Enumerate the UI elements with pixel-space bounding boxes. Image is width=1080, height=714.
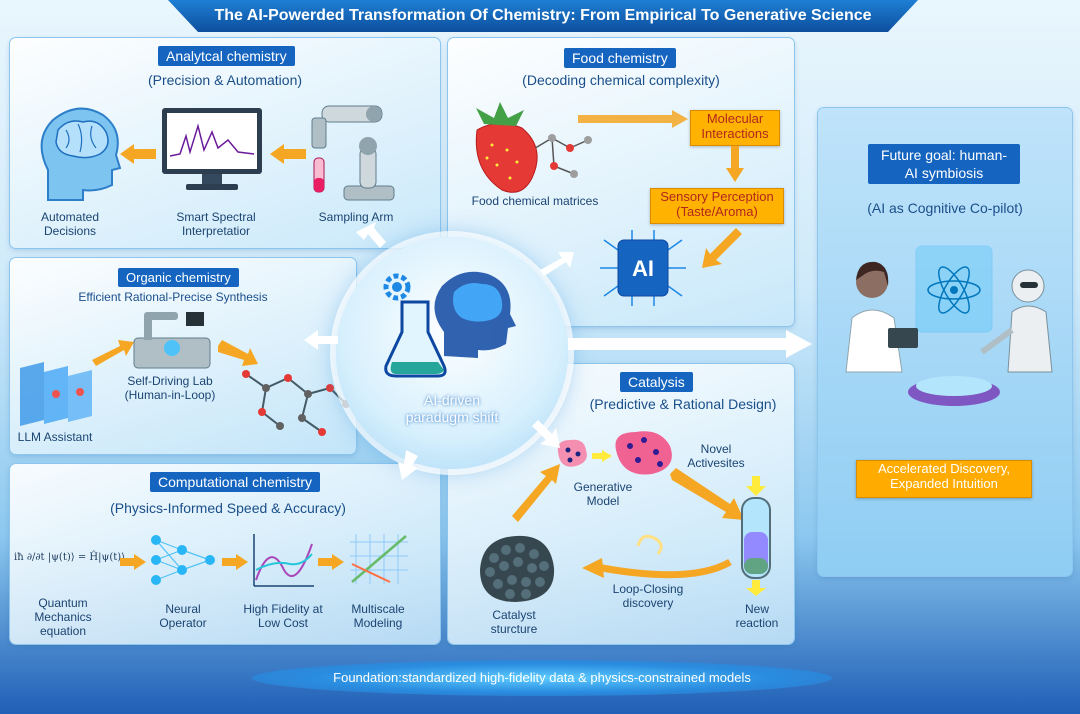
loop-closing-label: Loop-Closing discovery — [612, 582, 684, 610]
analytical-title: Analytcal chemistry — [158, 46, 295, 66]
llm-screens-icon — [20, 362, 92, 426]
center-label: AI-driven paradugm shift — [405, 392, 499, 425]
arrow-to-analytical-icon — [356, 222, 386, 248]
arrow-left-icon — [270, 144, 306, 164]
arrow-right-icon — [120, 554, 146, 570]
arrow-to-catalysis-icon — [532, 420, 560, 448]
catalysis-subtitle: (Predictive & Rational Design) — [589, 396, 777, 412]
arrow-to-food-icon — [540, 252, 574, 276]
sampling-arm-label: Sampling Arm — [318, 210, 394, 224]
ai-chip-icon — [600, 230, 686, 306]
arrow-right-icon — [592, 450, 612, 462]
future-panel: Future goal: human-AI symbiosis (AI as C… — [818, 108, 1072, 576]
arrow-to-organic-icon — [304, 330, 338, 350]
future-goal-title: Future goal: human-AI symbiosis — [868, 144, 1020, 184]
self-driving-lab-icon — [133, 312, 211, 369]
catalyst-structure-label: Catalyst sturcture — [490, 608, 538, 636]
generative-blob-icon — [557, 439, 587, 467]
computational-title: Computational chemistry — [150, 472, 321, 492]
catalyst-structure-icon — [480, 535, 555, 602]
molecule-structure-icon — [242, 370, 350, 436]
analytical-subtitle: (Precision & Automation) — [147, 72, 303, 88]
sampling-arm-icon — [311, 105, 395, 201]
analytical-panel: Analytcal chemistry (Precision & Automat… — [10, 38, 440, 248]
neural-network-icon — [151, 535, 215, 585]
arrow-down-right-icon — [218, 340, 258, 366]
catalysis-panel: Catalysis (Predictive & Rational Design)… — [448, 364, 794, 644]
ai-chip-label: AI — [632, 256, 654, 281]
quantum-mechanics-label: Quantum Mechanics equation — [34, 596, 92, 638]
arrow-to-future-icon — [568, 330, 812, 358]
brain-head-icon — [40, 107, 122, 201]
arrow-right-icon — [578, 110, 688, 128]
food-matrices-label: Food chemical matrices — [471, 194, 599, 208]
new-reaction-label: New reaction — [735, 602, 779, 630]
arrow-right-icon — [318, 554, 344, 570]
arrow-down-right-icon — [670, 468, 744, 520]
spectral-monitor-icon — [162, 108, 262, 190]
computational-panel: Computational chemistry (Physics-Informe… — [10, 464, 440, 644]
automated-decisions-label: Automated Decisions — [40, 210, 100, 238]
arrow-to-computational-icon — [398, 450, 418, 480]
molecular-interactions-box: Molecular Interactions — [690, 110, 780, 146]
arrow-down-left-icon — [702, 228, 742, 268]
foundation-platform: Foundation:standardized high-fidelity da… — [252, 660, 832, 696]
ai-brain-flask-icon — [384, 271, 516, 378]
arrow-up-right-icon — [512, 464, 560, 522]
multiscale-modeling-label: Multiscale Modeling — [351, 602, 405, 630]
catalysis-title: Catalysis — [620, 372, 693, 392]
page-title: The AI-Powerded Transformation Of Chemis… — [168, 0, 918, 32]
self-driving-lab-label: Self-Driving Lab (Human-in-Loop) — [124, 374, 216, 402]
fidelity-chart-icon — [253, 534, 314, 587]
arrow-down-icon — [726, 146, 744, 182]
reactor-icon — [741, 476, 771, 596]
multiscale-grid-icon — [350, 534, 408, 584]
copilot-subtitle: (AI as Cognitive Co-pilot) — [867, 200, 1023, 216]
neural-operator-label: Neural Operator — [159, 602, 207, 630]
llm-assistant-label: LLM Assistant — [17, 430, 93, 444]
loop-arrow-icon — [582, 534, 732, 579]
spectral-interpretation-label: Smart Spectral Interpretatior — [176, 210, 256, 238]
organic-panel: Organic chemistry Efficient Rational-Pre… — [10, 258, 356, 454]
generative-model-label: Generative Model — [573, 480, 633, 508]
arrow-right-icon — [222, 554, 248, 570]
food-subtitle: (Decoding chemical complexity) — [522, 72, 720, 88]
active-sites-blob-icon — [615, 431, 672, 475]
sensory-perception-box: Sensory Perception (Taste/Aroma) — [650, 188, 784, 224]
organic-title: Organic chemistry — [118, 268, 239, 287]
strawberry-icon — [475, 102, 592, 193]
gear-icon — [383, 273, 411, 301]
computational-subtitle: (Physics-Informed Speed & Accuracy) — [110, 500, 346, 516]
high-fidelity-label: High Fidelity at Low Cost — [243, 602, 323, 630]
arrow-left-icon — [120, 144, 156, 164]
quantum-equation: iħ ∂/∂t |ψ(t)⟩ = Ĥ|ψ(t)⟩ — [14, 552, 126, 563]
organic-subtitle: Efficient Rational-Precise Synthesis — [78, 290, 268, 304]
accelerated-discovery-box: Accelerated Discovery, Expanded Intuitio… — [856, 460, 1032, 498]
food-title: Food chemistry — [564, 48, 676, 68]
arrow-up-right-icon — [92, 340, 134, 366]
novel-activesites-label: Novel Activesites — [687, 442, 745, 470]
human-ai-symbiosis-illustration — [845, 245, 1053, 406]
